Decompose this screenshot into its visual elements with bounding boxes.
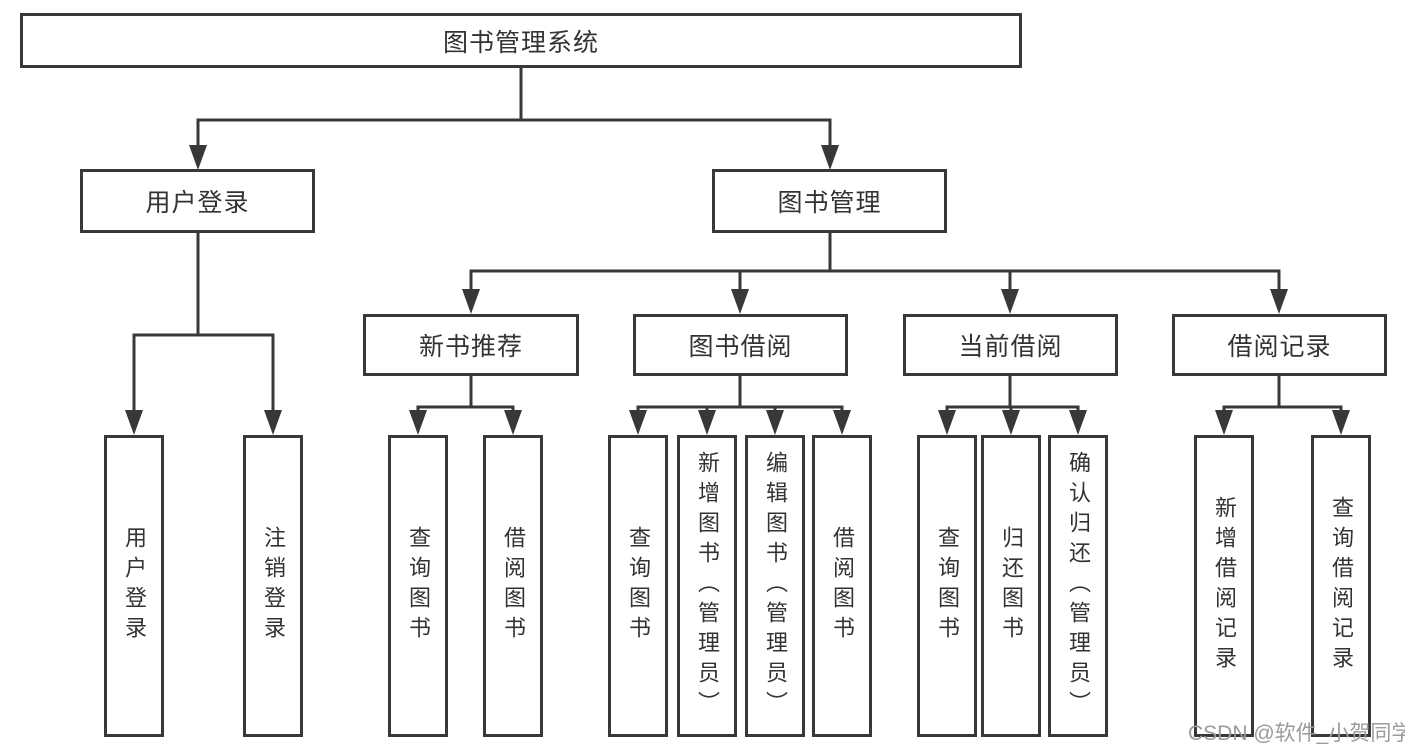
leaf-label: 编辑图书（管理员） [763,451,788,721]
leaf-label: 确认归还（管理员） [1066,451,1091,721]
node-leaf-query-books-2: 查询图书 [608,435,668,737]
node-leaf-query-borrow-record: 查询借阅记录 [1311,435,1371,737]
csdn-watermark: CSDN @软件_小贺同学 [1188,722,1405,745]
node-leaf-borrow-books-2: 借阅图书 [812,435,872,737]
node-leaf-query-books: 查询图书 [388,435,448,737]
leaf-label: 查询图书 [935,526,960,646]
node-leaf-borrow-books: 借阅图书 [483,435,543,737]
node-current-borrowing: 当前借阅 [903,314,1118,376]
node-leaf-query-books-3: 查询图书 [917,435,977,737]
node-new-book-recommendation: 新书推荐 [363,314,579,376]
node-borrowing-records: 借阅记录 [1172,314,1387,376]
node-book-borrowing: 图书借阅 [633,314,848,376]
leaf-label: 借阅图书 [830,526,855,646]
node-user-login: 用户登录 [80,169,315,233]
leaf-label: 用户登录 [122,526,147,646]
leaf-label: 注销登录 [261,526,286,646]
leaf-label: 查询图书 [626,526,651,646]
leaf-label: 查询借阅记录 [1329,496,1354,676]
leaf-label: 查询图书 [406,526,431,646]
leaf-label: 新增图书（管理员） [695,451,720,721]
leaf-label: 新增借阅记录 [1212,496,1237,676]
node-leaf-add-borrow-record: 新增借阅记录 [1194,435,1254,737]
node-leaf-user-login: 用户登录 [104,435,164,737]
node-leaf-return-books: 归还图书 [981,435,1041,737]
node-library-management-system: 图书管理系统 [20,13,1022,68]
node-leaf-add-books-admin: 新增图书（管理员） [677,435,737,737]
node-book-management: 图书管理 [712,169,947,233]
node-leaf-edit-books-admin: 编辑图书（管理员） [745,435,805,737]
leaf-label: 借阅图书 [501,526,526,646]
node-leaf-logout: 注销登录 [243,435,303,737]
leaf-label: 归还图书 [999,526,1024,646]
node-leaf-confirm-return-admin: 确认归还（管理员） [1048,435,1108,737]
